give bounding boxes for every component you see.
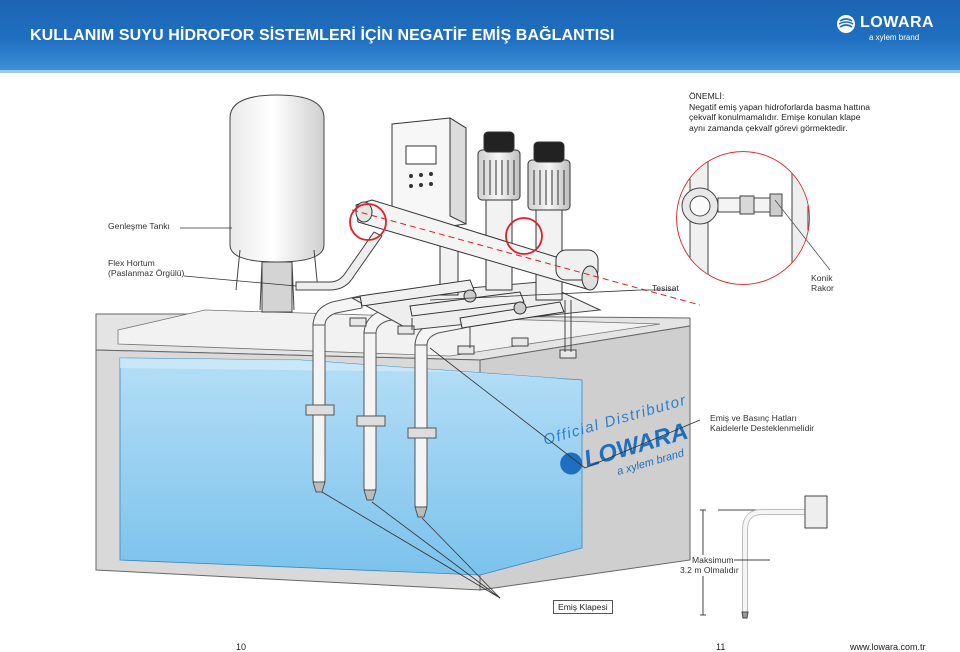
lowara-logo: LOWARA a xylem brand (836, 14, 946, 58)
important-note: ÖNEMLİ: Negatif emiş yapan hidroforlarda… (689, 91, 899, 133)
note-heading: ÖNEMLİ: (689, 91, 725, 101)
flex-hose-label: Flex Hortum (108, 258, 155, 268)
note-line: Negatif emiş yapan hidroforlarda basma h… (689, 101, 871, 112)
note-line: aynı zamanda çekvalf görevi görmektedir. (689, 122, 848, 133)
expansion-tank-label: Genleşme Tankı (108, 221, 170, 231)
flex-hose (295, 231, 383, 291)
expansion-tank (229, 94, 325, 313)
flex-hose-sublabel: (Paslanmaz Örgülü) (108, 268, 185, 278)
water-body (119, 357, 583, 576)
support-label: Emiş ve Basınç Hatları (710, 413, 797, 423)
logo-wordmark: LOWARA (860, 14, 935, 31)
installation-line (351, 209, 701, 306)
website-link[interactable]: www.lowara.com.tr (850, 642, 926, 652)
support-sublabel: Kaidelerle Desteklenmelidir (710, 423, 815, 433)
header-strip (0, 70, 960, 73)
max-height-detail (700, 495, 828, 619)
reducer-leader (774, 199, 831, 271)
logo-tagline: a xylem brand (869, 33, 920, 42)
foot-valve-label: Emiş Klapesi (553, 600, 613, 614)
page-number-right: 11 (716, 642, 726, 652)
reducer-detail (677, 152, 809, 284)
max-height-sublabel: 3.2 m Olmalıdır (680, 565, 739, 576)
discharge-manifold (355, 199, 599, 291)
suction-manifold (359, 279, 565, 329)
lowara-logo-icon (837, 15, 855, 33)
note-line: çekvalf konulmamalıdır. Emişe konulan kl… (689, 112, 861, 123)
page-number-left: 10 (236, 642, 247, 652)
reducer-sublabel: Rakor (811, 283, 834, 293)
control-panel (391, 117, 467, 233)
suction-pipes (305, 295, 465, 518)
leader-lines (180, 227, 701, 599)
max-height-label: Maksimum (692, 555, 734, 566)
reducer-label: Konik (811, 273, 833, 283)
header-bar (0, 0, 960, 70)
page-title: KULLANIM SUYU HİDROFOR SİSTEMLERİ İÇİN N… (30, 27, 615, 44)
installation-label: Tesisat (652, 283, 679, 293)
